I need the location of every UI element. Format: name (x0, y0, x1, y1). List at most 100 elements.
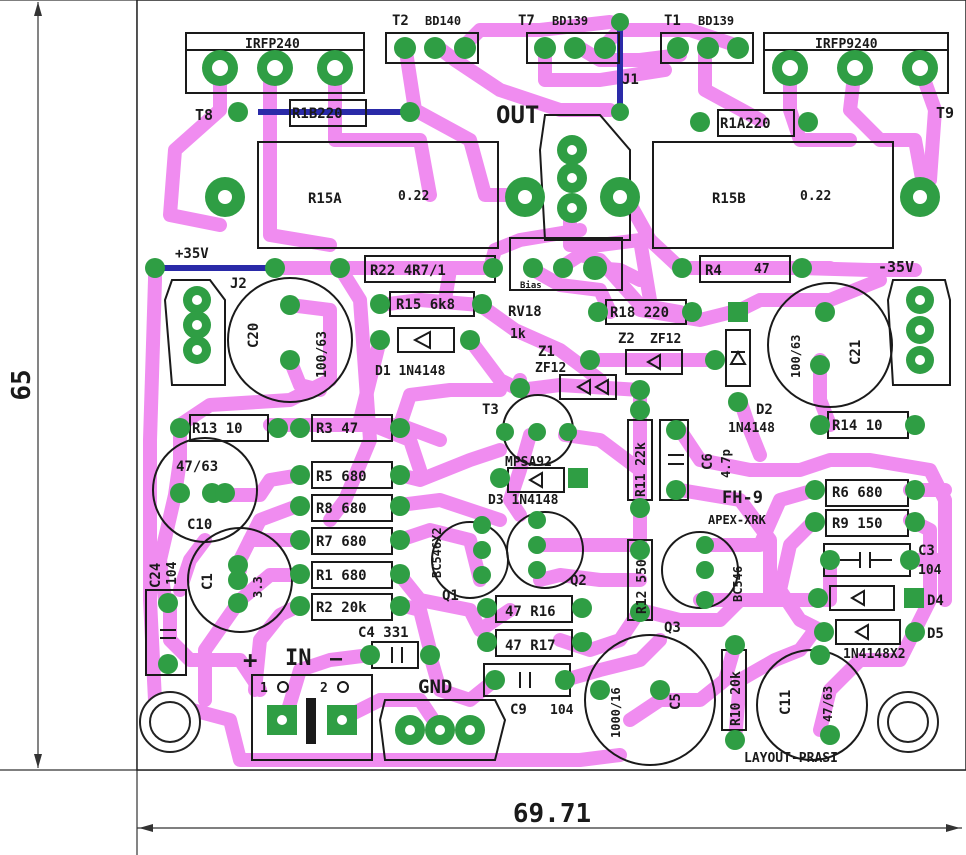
mounting-holes (139, 691, 939, 753)
label-d4: D4 (927, 593, 944, 609)
label-r5: R5 680 (316, 469, 367, 485)
label-r8: R8 680 (316, 501, 367, 517)
label-r4: R4 (705, 263, 722, 279)
label-r4-value: 47 (754, 262, 770, 277)
label-d3: D3 1N4148 (488, 493, 559, 508)
label-d2-value: 1N4148 (728, 421, 775, 436)
label-r9: R9 150 (832, 516, 883, 532)
label-irfp240: IRFP240 (245, 37, 300, 52)
label-r12: R12 550 (635, 559, 650, 614)
label-q3: Q3 (664, 620, 681, 636)
label-in-pin2: 2 (320, 681, 328, 696)
label-bias: Bias (520, 280, 542, 291)
label-bc546x2: BC546X2 (430, 527, 444, 578)
label-c5-value: 1000/16 (609, 687, 623, 738)
label-r10: R10 20k (729, 671, 744, 726)
label-mpsa92: MPSA92 (505, 455, 552, 470)
height-dimension-label: 65 (7, 369, 37, 400)
label-r17: 47 R17 (505, 638, 556, 654)
label-r11: R11 22k (634, 442, 649, 497)
label-c20-value: 100/63 (315, 331, 330, 378)
label-c3-value: 104 (918, 563, 942, 578)
label-r18: R18 220 (610, 305, 669, 321)
label-z2: Z2 (618, 331, 635, 347)
label-r15b: R15B (712, 191, 746, 207)
label-r1: R1 680 (316, 568, 367, 584)
label-in-plus: + (243, 646, 257, 674)
label-in-minus: — (330, 646, 343, 670)
label-r15a-value: 0.22 (398, 189, 429, 204)
label-r14: R14 10 (832, 418, 883, 434)
label-z1: Z1 (538, 344, 555, 360)
label-r16: 47 R16 (505, 604, 556, 620)
label-vminus: -35V (878, 258, 914, 276)
label-d4-d5-value: 1N4148X2 (843, 647, 906, 662)
label-c6: C6 (700, 453, 716, 470)
width-dimension-label: 69.71 (513, 799, 591, 829)
transistor-outlines (163, 32, 951, 761)
label-t3: T3 (482, 402, 499, 418)
label-r15: R15 6k8 (396, 297, 455, 313)
label-c21-value: 100/63 (789, 335, 803, 378)
label-r15a: R15A (308, 191, 342, 207)
label-r6: R6 680 (832, 485, 883, 501)
label-bd139-t1: BD139 (698, 14, 734, 28)
label-gnd: GND (418, 676, 452, 698)
label-in-pin1: 1 (260, 681, 268, 696)
label-rv18-value: 1k (510, 327, 526, 342)
label-c11: C11 (778, 690, 794, 715)
label-r13: R13 10 (192, 421, 243, 437)
label-board-subtitle: APEX-XRK (708, 513, 767, 527)
label-q2: Q2 (570, 573, 587, 589)
label-layout-credit: LAYOUT-PRASI (744, 751, 838, 766)
label-t7: T7 (518, 13, 535, 29)
label-r2: R2 20k (316, 600, 367, 616)
label-c3: C3 (918, 543, 935, 559)
label-c5: C5 (668, 693, 684, 710)
label-t8: T8 (195, 106, 213, 124)
label-c4: C4 331 (358, 625, 409, 641)
label-rv18: RV18 (508, 304, 542, 320)
pads (145, 13, 940, 750)
label-r15b-value: 0.22 (800, 189, 831, 204)
label-c9: C9 (510, 702, 527, 718)
label-j2: J2 (230, 276, 247, 292)
label-c24: C24 (148, 563, 164, 588)
label-d5: D5 (927, 626, 944, 642)
label-r1b: R1B220 (292, 106, 343, 122)
label-c6-value: 4.7p (719, 449, 733, 478)
label-c11-value: 47/63 (821, 686, 835, 722)
label-q1: Q1 (442, 588, 459, 604)
label-t2: T2 (392, 13, 409, 29)
label-c1: C1 (200, 573, 216, 590)
label-d2: D2 (756, 402, 773, 418)
label-zf12-z1: ZF12 (535, 361, 566, 376)
label-t1: T1 (664, 13, 681, 29)
label-out: OUT (496, 101, 539, 129)
label-c9-value: 104 (550, 703, 574, 718)
label-c10: C10 (187, 517, 212, 533)
label-zf12-z2: ZF12 (650, 332, 681, 347)
silkscreen-labels: T8 T9 IRFP240 IRFP9240 T2 BD140 T7 BD139… (148, 13, 954, 766)
label-r3: R3 47 (316, 421, 358, 437)
label-c1-value: 3.3 (251, 576, 265, 598)
label-in: IN (285, 646, 312, 671)
label-bd139-t7: BD139 (552, 14, 588, 28)
label-r7: R7 680 (316, 534, 367, 550)
label-c21: C21 (848, 340, 864, 365)
label-t9: T9 (936, 104, 954, 122)
component-symbols (160, 330, 892, 688)
label-c10-value: 47/63 (176, 459, 218, 475)
label-c24-value: 104 (165, 561, 180, 585)
label-c20: C20 (246, 323, 262, 348)
label-irfp9240: IRFP9240 (815, 37, 878, 52)
label-r22: R22 4R7/1 (370, 263, 446, 279)
label-d1: D1 1N4148 (375, 364, 446, 379)
capacitor-outlines (152, 277, 893, 766)
label-r1a: R1A220 (720, 116, 771, 132)
label-bc546: BC546 (731, 566, 745, 602)
label-bd140: BD140 (425, 14, 461, 28)
label-j1: J1 (622, 72, 639, 88)
